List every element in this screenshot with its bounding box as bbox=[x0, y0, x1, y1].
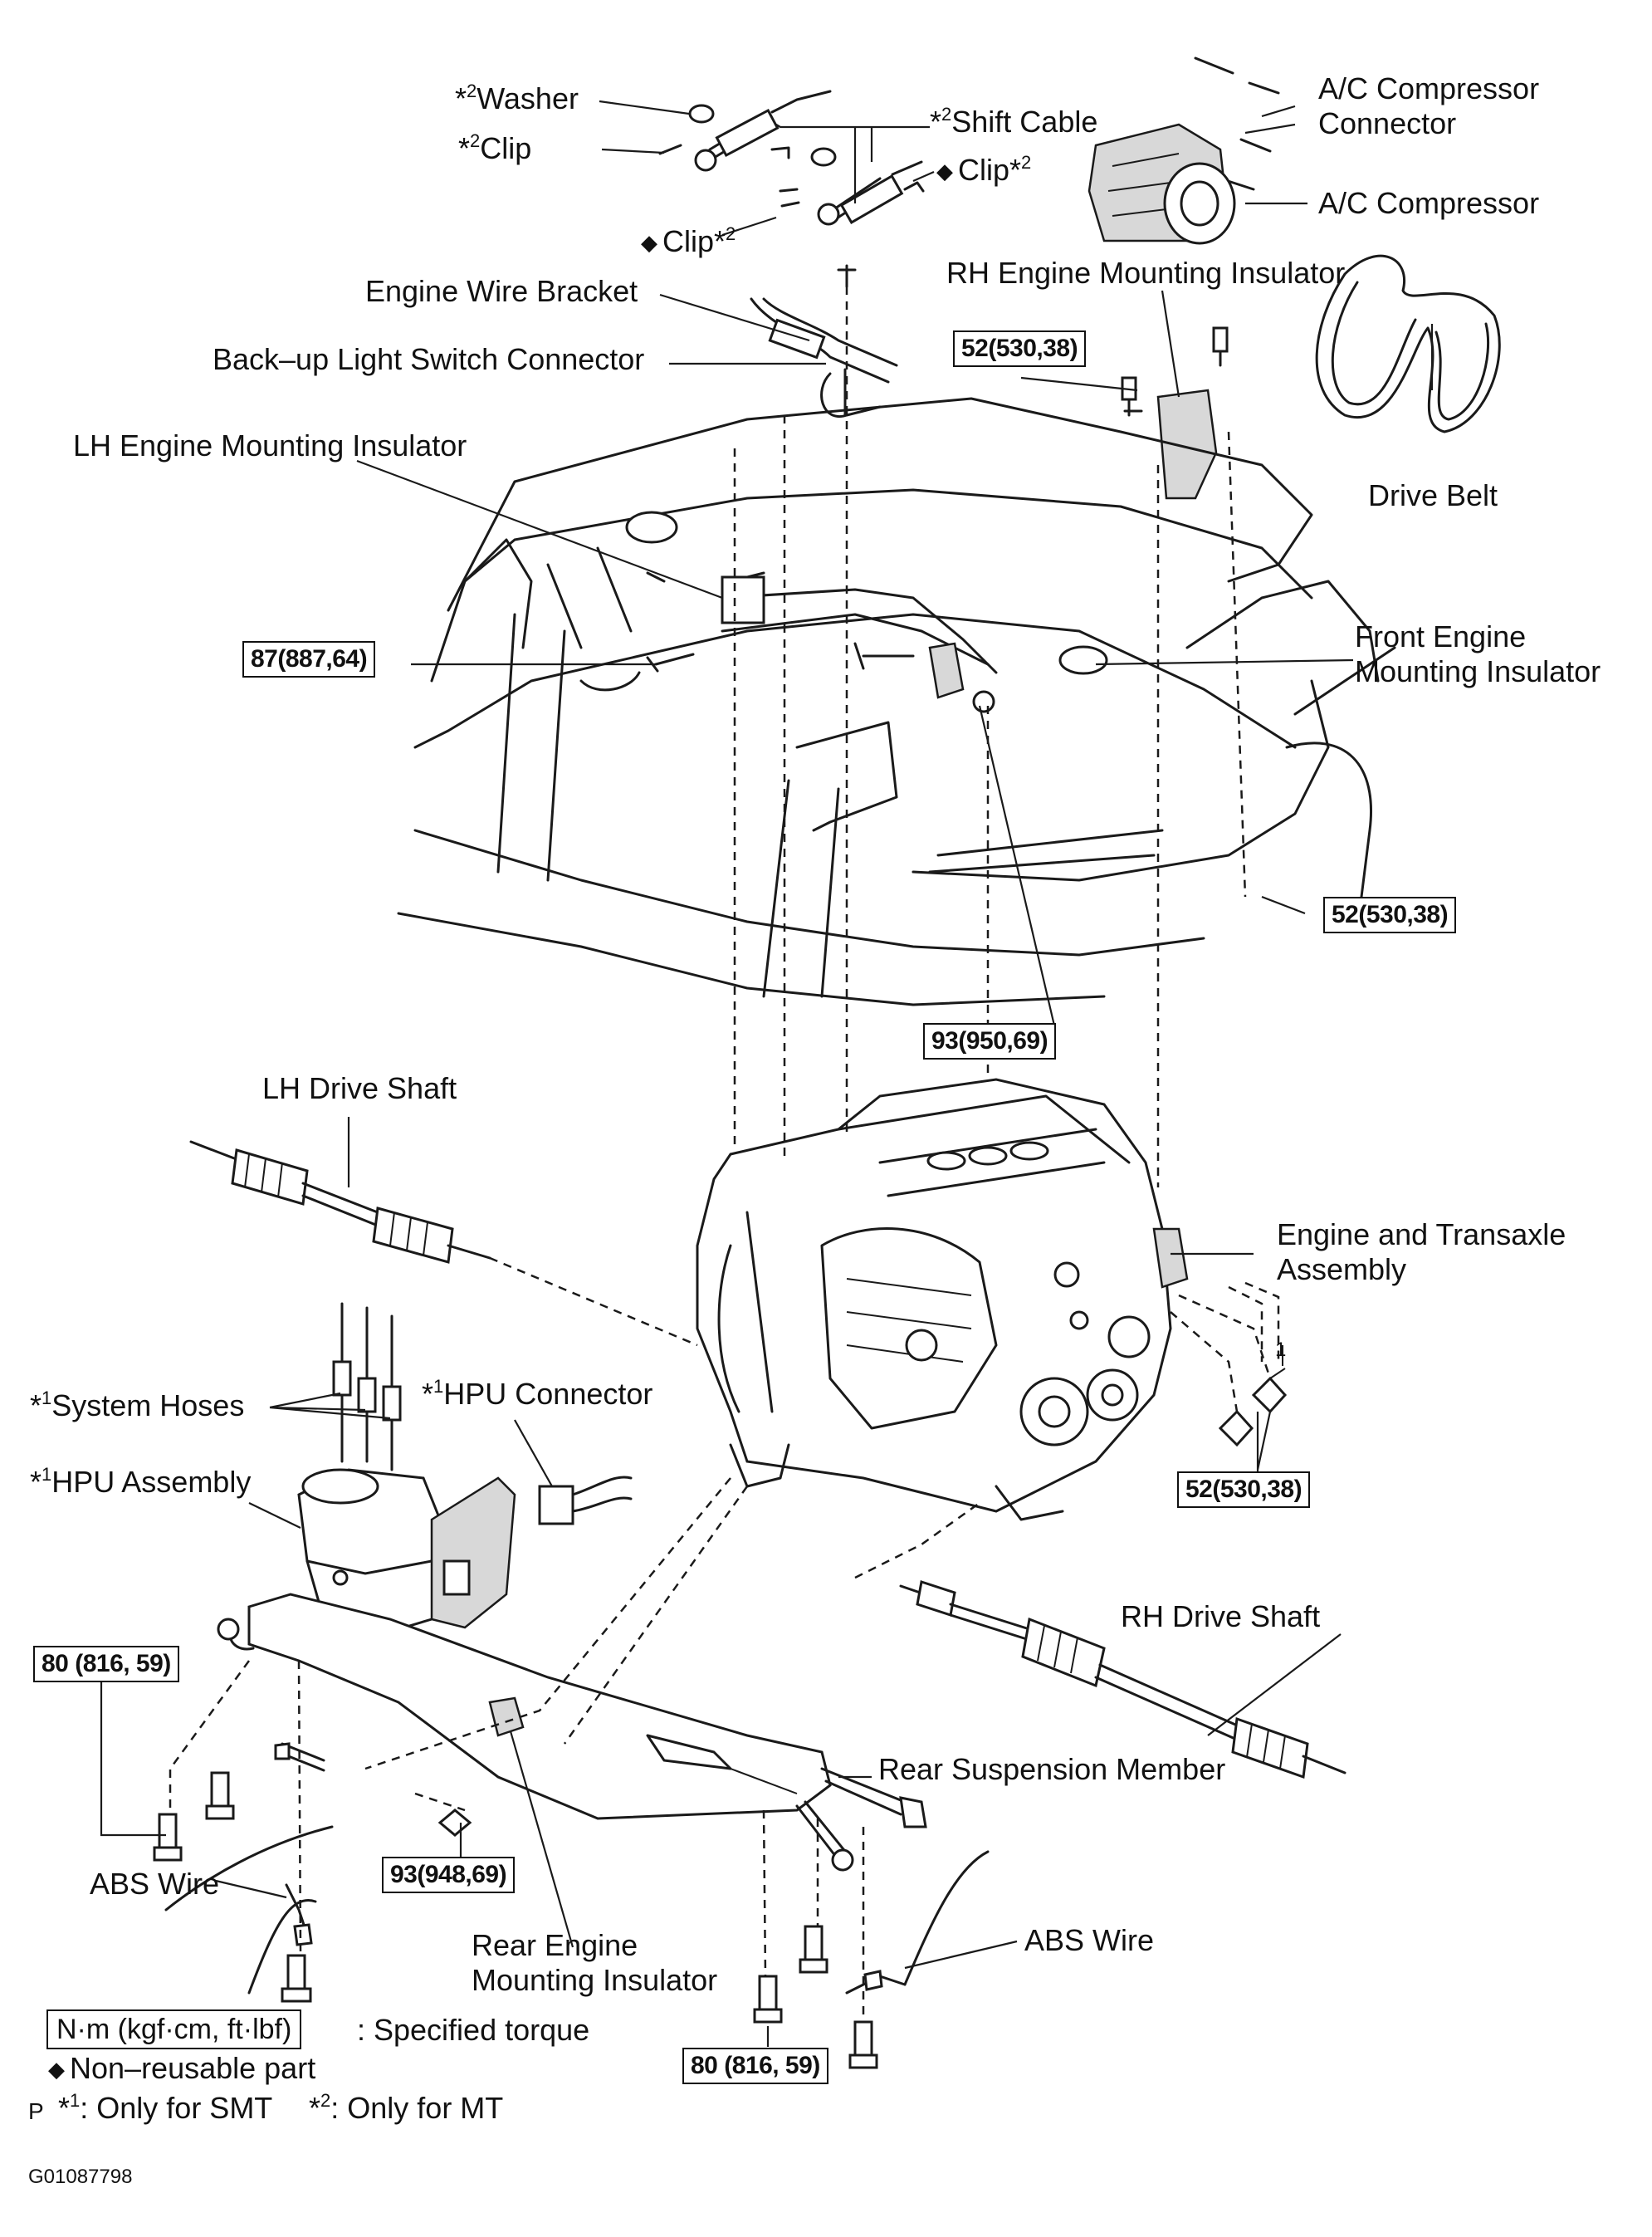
lh-drive-shaft-drawing bbox=[189, 1140, 698, 1347]
legend-note-smt: *1: Only for SMT bbox=[58, 2090, 273, 2125]
hpu-assembly-drawing bbox=[297, 1468, 516, 1633]
non-reusable-diamond-icon: ◆ bbox=[641, 230, 657, 255]
backup-light-switch-connector-label: Back–up Light Switch Connector bbox=[213, 342, 645, 376]
engine-transaxle-drawing bbox=[696, 1078, 1189, 1521]
system-hoses-label: *1System Hoses bbox=[30, 1388, 245, 1422]
front-engine-mounting-insulator-label-line2: Mounting Insulator bbox=[1355, 654, 1601, 688]
engine-transaxle-label-line2: Assembly bbox=[1277, 1252, 1407, 1286]
engine-mount-bolts bbox=[1170, 1294, 1288, 1447]
engine-transaxle-label-line1: Engine and Transaxle bbox=[1277, 1217, 1566, 1251]
ac-compressor-label: A/C Compressor bbox=[1318, 186, 1540, 220]
torque-box-52-lower-bolt: 52(530,38) bbox=[1323, 897, 1457, 933]
ac-compressor-connector-label-line1: A/C Compressor bbox=[1318, 71, 1540, 105]
shift-cable-label: *2Shift Cable bbox=[930, 104, 1098, 139]
legend-non-reusable: ◆Non–reusable part bbox=[48, 2051, 316, 2085]
non-reusable-diamond-icon: ◆ bbox=[48, 2057, 65, 2082]
lh-drive-shaft-label: LH Drive Shaft bbox=[262, 1071, 457, 1105]
legend-unit-box: N·m (kgf·cm, ft·lbf) bbox=[46, 2009, 302, 2049]
rear-engine-mounting-insulator-label-line1: Rear Engine bbox=[472, 1928, 638, 1962]
suspension-bolts bbox=[153, 1742, 878, 2069]
shift-cable-parts bbox=[658, 90, 925, 226]
callout-number-1: 1 bbox=[1275, 1339, 1287, 1361]
system-hoses-drawing bbox=[332, 1302, 402, 1471]
rh-drive-shaft-label: RH Drive Shaft bbox=[1121, 1599, 1321, 1633]
hpu-connector-label: *1HPU Connector bbox=[422, 1376, 653, 1411]
torque-box-93-rear-mount: 93(948,69) bbox=[382, 1857, 516, 1893]
clip-right-label: ◆Clip*2 bbox=[936, 152, 1032, 187]
figure-id: G01087798 bbox=[28, 2166, 133, 2188]
rh-engine-mounting-insulator-label: RH Engine Mounting Insulator bbox=[946, 256, 1346, 290]
hpu-assembly-label: *1HPU Assembly bbox=[30, 1464, 252, 1499]
ac-compressor-drawing bbox=[1087, 56, 1280, 245]
engine-bay-drawing bbox=[397, 264, 1396, 1006]
ac-compressor-connector-label-line2: Connector bbox=[1318, 106, 1457, 140]
abs-wires-drawing bbox=[164, 1825, 990, 1995]
torque-box-80-left: 80 (816, 59) bbox=[33, 1646, 179, 1682]
rh-mount-drawing bbox=[1121, 326, 1247, 1187]
drive-belt-drawing bbox=[1315, 254, 1501, 433]
drive-belt-label: Drive Belt bbox=[1368, 478, 1498, 512]
non-reusable-diamond-icon: ◆ bbox=[936, 159, 953, 184]
legend-note-mt: *2: Only for MT bbox=[309, 2090, 504, 2125]
rear-suspension-member-drawing bbox=[217, 1593, 927, 1872]
legend-specified-torque: : Specified torque bbox=[357, 2013, 590, 2047]
assembly-dashed-lines bbox=[169, 286, 1280, 2018]
torque-box-93-front-mount: 93(950,69) bbox=[923, 1023, 1057, 1060]
rear-engine-mounting-insulator-label-line2: Mounting Insulator bbox=[472, 1963, 718, 1997]
torque-box-80-bottom: 80 (816, 59) bbox=[682, 2048, 828, 2084]
hpu-connector-drawing bbox=[538, 1476, 633, 1525]
rh-drive-shaft-drawing bbox=[854, 1501, 1347, 1779]
legend-p-mark: P bbox=[28, 2098, 44, 2124]
torque-box-52-rh-mount: 52(530,38) bbox=[953, 330, 1087, 367]
abs-wire-right-label: ABS Wire bbox=[1024, 1923, 1155, 1957]
torque-box-87-lh-mount: 87(887,64) bbox=[242, 641, 376, 678]
torque-box-52-engine: 52(530,38) bbox=[1177, 1471, 1311, 1508]
clip-center-label: ◆Clip*2 bbox=[641, 223, 736, 258]
washer-label: *2Washer bbox=[455, 81, 579, 115]
rear-suspension-member-label: Rear Suspension Member bbox=[878, 1752, 1226, 1786]
lh-engine-mounting-insulator-label: LH Engine Mounting Insulator bbox=[73, 428, 467, 463]
engine-wire-bracket-label: Engine Wire Bracket bbox=[365, 274, 638, 308]
clip-top-label: *2Clip bbox=[458, 130, 532, 165]
front-engine-mounting-insulator-label-line1: Front Engine bbox=[1355, 619, 1527, 653]
leader-lines bbox=[100, 100, 1434, 2047]
abs-wire-left-label: ABS Wire bbox=[90, 1867, 220, 1901]
